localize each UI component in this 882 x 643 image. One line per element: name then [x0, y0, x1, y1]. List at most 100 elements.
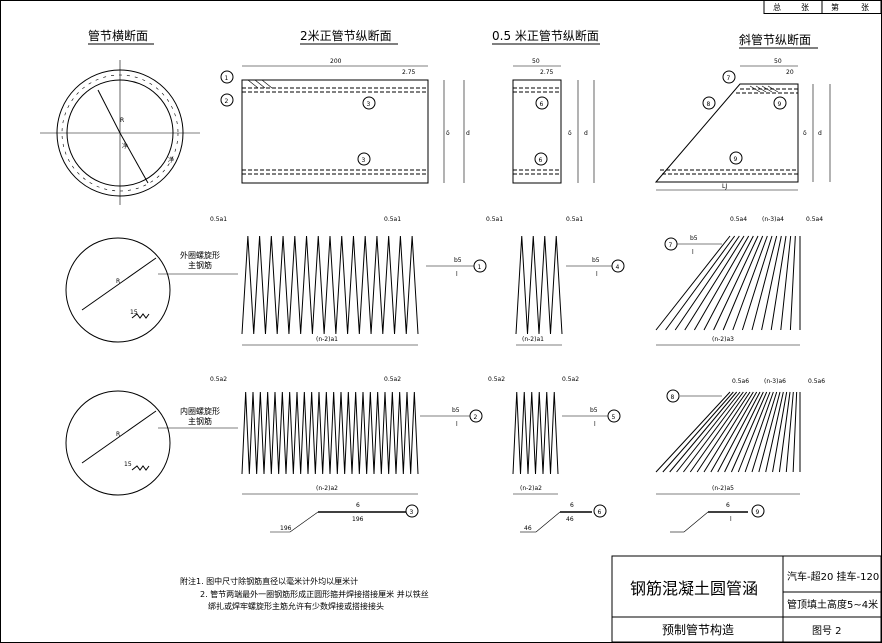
callout-number: 9: [778, 101, 782, 108]
dim-05a1-c: 0.5a1: [486, 216, 503, 223]
dim-05a6-a: 0.5a6: [732, 378, 749, 385]
callout-number: 7: [727, 75, 731, 82]
callout-circle: [362, 96, 376, 110]
b5-7: b5: [690, 235, 698, 242]
callout-circle: [751, 504, 765, 518]
dim-50a: 50: [532, 58, 540, 65]
straight-bars: 6 196 196 6 46 46 6 l: [270, 502, 748, 533]
callout-number: 7: [669, 242, 673, 249]
l-4: l: [596, 271, 598, 278]
callout-circle: [220, 70, 234, 84]
cs-clear-label: 净: [122, 142, 128, 150]
callout-circle: [357, 152, 371, 166]
callout-number: 9: [756, 509, 760, 516]
inner-bar-15: 15: [124, 461, 132, 468]
drawing-number: 图号 2: [812, 625, 842, 637]
dim-275b: 2.75: [540, 69, 554, 76]
title-block: 钢筋混凝土圆管涵 汽车-超20 挂车-120 管顶填土高度5~4米 预制管节构造…: [611, 555, 882, 643]
label-outer-spiral-2: 主钢筋: [188, 260, 212, 270]
bar-6-46-b: 46: [524, 525, 532, 532]
spiral-row-2: (n-2)a2 0.5a2 0.5a2 b5 l (n-2)a2 0.5a2 0…: [210, 376, 825, 495]
dim-05a6-b: 0.5a6: [808, 378, 825, 385]
b5-2: b5: [452, 407, 460, 414]
label-inner-spiral: 内圈螺旋形: [180, 406, 220, 416]
callout-circle: [469, 409, 483, 423]
dim-n2a1: (n-2)a1: [316, 336, 338, 343]
dim-delta-a: δ: [446, 130, 450, 137]
dim-d-c: d: [818, 130, 822, 137]
dim-05a2-d: 0.5a2: [562, 376, 579, 383]
l-1: l: [456, 271, 458, 278]
callout-circle: [773, 96, 787, 110]
callout-number: 3: [410, 509, 414, 516]
dim-n2a5: (n-2)a5: [712, 485, 734, 492]
callout-number: 8: [707, 101, 711, 108]
b5-4: b5: [592, 257, 600, 264]
callout-circle: [405, 504, 419, 518]
outer-ring-detail: R 15 外圈螺旋形 主钢筋: [65, 237, 238, 343]
sheet-label-2: 张: [861, 3, 869, 12]
inner-ring-r: R: [116, 431, 120, 438]
fill-height: 管顶填土高度5~4米: [787, 598, 878, 611]
total-label: 总: [773, 2, 781, 12]
callout-number: 3: [367, 101, 371, 108]
bar-3-6: 6: [356, 502, 360, 509]
callout-circle: [534, 152, 548, 166]
subtitle: 预制管节构造: [662, 622, 734, 637]
callout-number: 4: [616, 264, 620, 271]
callout-number: 8: [671, 394, 675, 401]
dim-n3a6: (n-3)a6: [764, 378, 786, 385]
dim-05a4-a: 0.5a4: [730, 216, 747, 223]
dim-05a2-b: 0.5a2: [384, 376, 401, 383]
long-05m-view: 50 2.75 δ d: [512, 58, 595, 184]
dim-delta-b: δ: [568, 130, 572, 137]
dim-275a: 2.75: [402, 69, 416, 76]
note-1: 附注1. 图中尺寸除钢筋直径以毫米计外均以厘米计: [180, 576, 358, 586]
l-7: l: [692, 249, 694, 256]
dim-05a2-c: 0.5a2: [488, 376, 505, 383]
callout-circle: [664, 237, 678, 251]
callout-number: 6: [540, 101, 544, 108]
callout-circle: [607, 409, 621, 423]
cs-radius-label: R: [120, 117, 124, 124]
title-long-2m: 2米正管节纵断面: [300, 28, 392, 43]
callout-number: 1: [478, 264, 482, 271]
bar-6-46: 46: [566, 516, 574, 523]
dim-05a4-b: 0.5a4: [806, 216, 823, 223]
long-2m-view: 200 2.75 δ d: [241, 58, 470, 184]
callout-number: 6: [539, 157, 543, 164]
title-oblique: 斜管节纵断面: [739, 32, 811, 47]
callout-circle: [722, 70, 736, 84]
label-outer-spiral: 外圈螺旋形: [180, 250, 220, 260]
dim-lj: LJ: [722, 183, 727, 190]
callout-circle: [535, 96, 549, 110]
bar-9-6: 6: [726, 502, 730, 509]
callout-number: 9: [734, 156, 738, 163]
title-long-05m: 0.5 米正管节纵断面: [492, 28, 599, 43]
sheet-label: 张: [801, 3, 809, 12]
dim-n2a2: (n-2)a2: [316, 485, 338, 492]
callout-number: 2: [474, 414, 478, 421]
header-box: 总 张 第 张: [763, 0, 882, 14]
bar-6-6: 6: [570, 502, 574, 509]
inner-ring-detail: R 15 内圈螺旋形 主钢筋: [65, 390, 238, 496]
bar-3-196: 196: [352, 516, 364, 523]
page-label: 第: [831, 2, 839, 12]
outer-ring-r: R: [116, 278, 120, 285]
dim-50b: 50: [774, 58, 782, 65]
callout-number: 5: [612, 414, 616, 421]
callout-number: 3: [362, 157, 366, 164]
dim-20: 20: [786, 69, 794, 76]
note-3: 绑扎或焊牢螺旋形主筋允许有少数焊接或搭接接头: [208, 601, 384, 611]
dim-05a2-a: 0.5a2: [210, 376, 227, 383]
callout-circle: [220, 93, 234, 107]
spiral-row-1: (n-2)a1 0.5a1 0.5a1 b5 l (n-2)a1 0.5a1 0…: [210, 216, 823, 346]
note-2: 2. 管节两端最外一圈钢筋形成正圆形箍并焊接搭接厘米 并以铁丝: [200, 589, 429, 599]
dim-n2a3: (n-2)a3: [712, 336, 734, 343]
dim-05a1-a: 0.5a1: [210, 216, 227, 223]
bar-9-l: l: [730, 516, 732, 523]
label-inner-spiral-2: 主钢筋: [188, 416, 212, 426]
